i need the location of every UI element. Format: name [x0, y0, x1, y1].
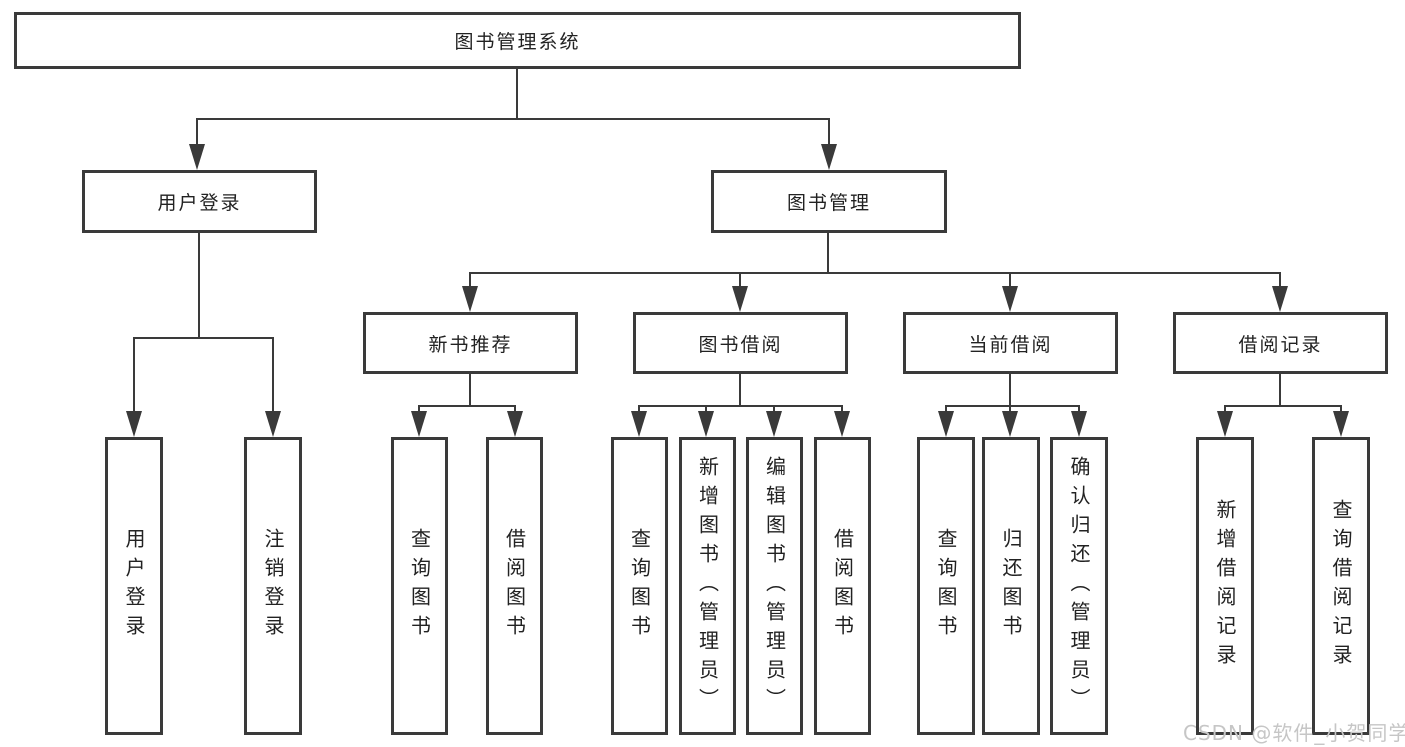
node-label: 图书管理系统: [454, 31, 581, 53]
arrow-down-icon: [938, 411, 954, 437]
connector-line: [133, 337, 135, 413]
node-label: 借阅记录: [1238, 333, 1323, 356]
node-label: 注销登录: [261, 528, 285, 644]
connector-line: [469, 272, 471, 288]
connector-line: [1078, 405, 1080, 415]
node-label: 图书借阅: [698, 333, 783, 356]
connector-line: [272, 337, 274, 413]
arrow-down-icon: [698, 411, 714, 437]
connector-line: [1279, 272, 1281, 288]
node-leaf-return-books: 归还图书: [982, 437, 1040, 735]
node-borrowing-records: 借阅记录: [1173, 312, 1388, 374]
node-label: 确认归还（管理员）: [1067, 455, 1091, 717]
node-label: 新书推荐: [428, 333, 513, 356]
arrow-down-icon: [265, 411, 281, 437]
arrow-down-icon: [1217, 411, 1233, 437]
arrow-down-icon: [507, 411, 523, 437]
node-leaf-add-borrow-record: 新增借阅记录: [1196, 437, 1254, 735]
node-leaf-logout: 注销登录: [244, 437, 302, 735]
connector-line: [1009, 405, 1011, 415]
node-leaf-edit-books-admin: 编辑图书（管理员）: [746, 437, 803, 735]
arrow-down-icon: [1333, 411, 1349, 437]
node-label: 借阅图书: [502, 528, 527, 644]
connector-line: [418, 405, 420, 415]
connector-line: [469, 272, 1281, 274]
node-label: 归还图书: [999, 528, 1023, 644]
node-label: 当前借阅: [968, 333, 1053, 356]
connector-line: [469, 374, 471, 407]
connector-line: [514, 405, 516, 415]
node-new-book-recommend: 新书推荐: [363, 312, 578, 374]
connector-line: [705, 405, 707, 415]
connector-line: [638, 405, 843, 407]
node-label: 查询图书: [627, 528, 652, 644]
arrow-down-icon: [189, 144, 205, 170]
arrow-down-icon: [732, 286, 748, 312]
connector-line: [828, 118, 830, 148]
node-label: 图书管理: [786, 192, 871, 214]
connector-line: [516, 68, 518, 120]
node-leaf-borrow-books-2: 借阅图书: [814, 437, 871, 735]
connector-line: [739, 374, 741, 407]
node-label: 编辑图书（管理员）: [762, 455, 787, 717]
connector-line: [945, 405, 1080, 407]
arrow-down-icon: [1071, 411, 1087, 437]
node-leaf-user-login: 用户登录: [105, 437, 163, 735]
node-leaf-add-books-admin: 新增图书（管理员）: [679, 437, 736, 735]
node-leaf-query-books-1: 查询图书: [391, 437, 448, 735]
arrow-down-icon: [126, 411, 142, 437]
node-label: 新增图书（管理员）: [695, 455, 720, 717]
connector-line: [638, 405, 640, 415]
connector-line: [196, 118, 198, 148]
node-label: 新增借阅记录: [1213, 499, 1237, 673]
connector-line: [773, 405, 775, 415]
node-current-borrowing: 当前借阅: [903, 312, 1118, 374]
node-library-management-system: 图书管理系统: [14, 12, 1021, 69]
arrow-down-icon: [1272, 286, 1288, 312]
node-label: 用户登录: [122, 528, 146, 644]
connector-line: [133, 337, 274, 339]
connector-line: [198, 233, 200, 339]
watermark-text: CSDN @软件_小贺同学: [1183, 721, 1405, 745]
connector-line: [827, 233, 829, 274]
node-label: 查询图书: [934, 528, 958, 644]
connector-line: [1340, 405, 1342, 415]
arrow-down-icon: [411, 411, 427, 437]
arrow-down-icon: [766, 411, 782, 437]
connector-line: [1279, 374, 1281, 407]
connector-line: [1224, 405, 1226, 415]
arrow-down-icon: [1002, 286, 1018, 312]
node-label: 借阅图书: [830, 528, 855, 644]
node-leaf-query-books-2: 查询图书: [611, 437, 668, 735]
node-label: 用户登录: [157, 192, 242, 214]
node-book-borrowing: 图书借阅: [633, 312, 848, 374]
connector-line: [1009, 374, 1011, 407]
connector-line: [739, 272, 741, 288]
node-label: 查询借阅记录: [1329, 499, 1353, 673]
connector-line: [841, 405, 843, 415]
node-label: 查询图书: [407, 528, 432, 644]
arrow-down-icon: [462, 286, 478, 312]
node-leaf-query-borrow-record: 查询借阅记录: [1312, 437, 1370, 735]
arrow-down-icon: [631, 411, 647, 437]
node-user-login: 用户登录: [82, 170, 317, 233]
connector-line: [1009, 272, 1011, 288]
node-leaf-confirm-return-admin: 确认归还（管理员）: [1050, 437, 1108, 735]
connector-line: [1224, 405, 1342, 407]
arrow-down-icon: [1002, 411, 1018, 437]
connector-line: [196, 118, 830, 120]
connector-line: [418, 405, 516, 407]
node-leaf-query-books-3: 查询图书: [917, 437, 975, 735]
node-book-management: 图书管理: [711, 170, 947, 233]
arrow-down-icon: [834, 411, 850, 437]
node-leaf-borrow-books-1: 借阅图书: [486, 437, 543, 735]
connector-line: [945, 405, 947, 415]
arrow-down-icon: [821, 144, 837, 170]
